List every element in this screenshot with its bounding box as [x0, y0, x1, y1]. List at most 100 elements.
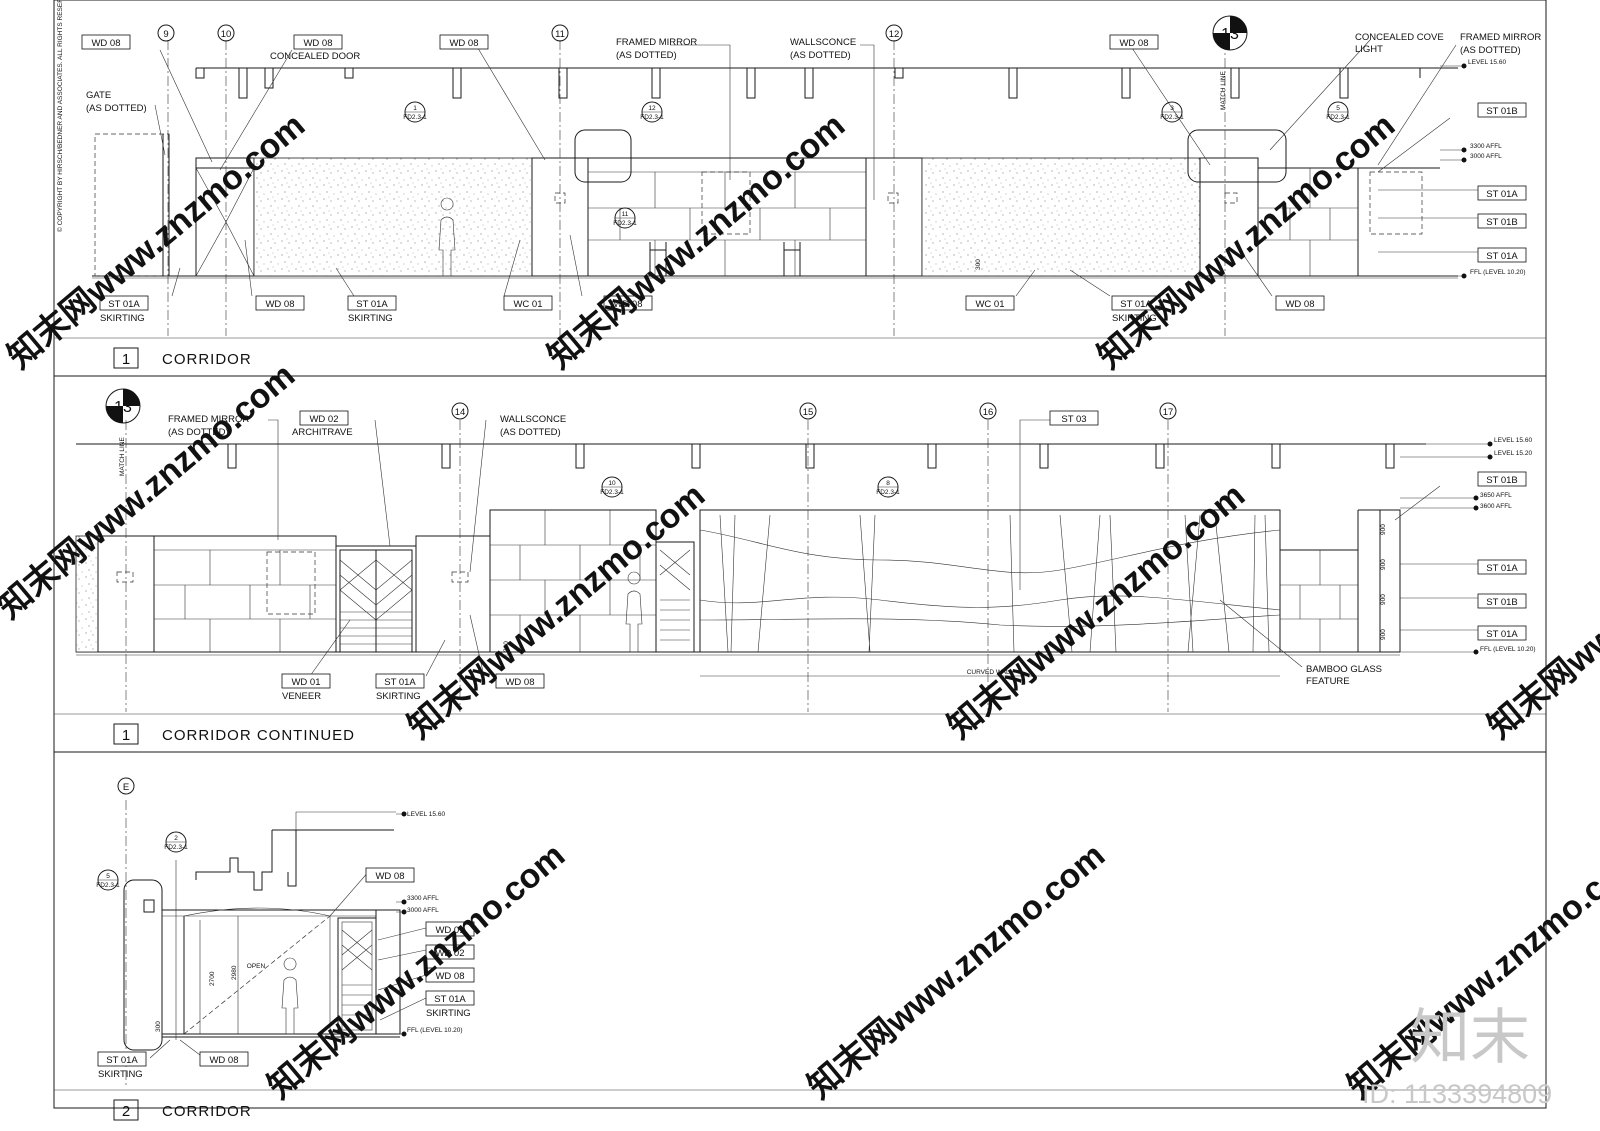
svg-text:SKIRTING: SKIRTING	[98, 1069, 143, 1080]
svg-text:15: 15	[803, 407, 814, 418]
svg-text:ST 01B: ST 01B	[1486, 475, 1518, 486]
svg-text:10: 10	[221, 29, 232, 40]
svg-text:E: E	[123, 782, 129, 793]
svg-text:OPEN: OPEN	[247, 963, 266, 970]
elevation-corridor-2: 2700 2980 OPEN 300	[123, 800, 427, 1088]
svg-text:FD2.3-1: FD2.3-1	[613, 220, 637, 227]
svg-text:13: 13	[114, 399, 132, 416]
svg-text:(AS DOTTED): (AS DOTTED)	[168, 427, 229, 438]
svg-text:17: 17	[1163, 407, 1174, 418]
svg-text:WD 08: WD 08	[209, 1055, 238, 1066]
grid-11: 11	[551, 24, 569, 42]
svg-text:900: 900	[1380, 524, 1387, 535]
svg-text:WD 08: WD 08	[435, 971, 464, 982]
svg-text:FFL (LEVEL 10.20): FFL (LEVEL 10.20)	[407, 1027, 463, 1034]
svg-text:WALLSCONCE: WALLSCONCE	[500, 414, 566, 425]
svg-text:10: 10	[608, 480, 616, 487]
svg-text:FFL (LEVEL 10.20): FFL (LEVEL 10.20)	[1480, 646, 1536, 653]
svg-text:2: 2	[122, 1103, 130, 1120]
svg-text:ARCHITRAVE: ARCHITRAVE	[292, 427, 353, 438]
brand-id-text: ID: 1133394809	[1362, 1079, 1552, 1109]
svg-text:SKIRTING: SKIRTING	[100, 313, 145, 324]
svg-text:WD 08: WD 08	[91, 38, 120, 49]
svg-text:3300 AFFL: 3300 AFFL	[407, 895, 439, 902]
svg-text:CORRIDOR: CORRIDOR	[162, 351, 252, 368]
grid-15: 15	[799, 402, 817, 420]
svg-text:知末网www.znzmo.com: 知末网www.znzmo.com	[801, 836, 1112, 1106]
svg-text:3650 AFFL: 3650 AFFL	[1480, 492, 1512, 499]
svg-text:FD2.3-1: FD2.3-1	[1326, 114, 1350, 121]
elevation-corridor-continued: CURVED WALL 900 900 900 900 300	[75, 419, 1441, 712]
svg-text:SKIRTING: SKIRTING	[1112, 313, 1157, 324]
svg-text:11: 11	[555, 29, 565, 40]
grid-17: 17	[1159, 402, 1177, 420]
svg-text:知末网www.znzmo.com: 知末网www.znzmo.com	[941, 476, 1252, 746]
svg-text:WC 01: WC 01	[513, 299, 542, 310]
svg-text:知末网www.znzmo.com: 知末网www.znzmo.com	[1481, 476, 1600, 746]
svg-text:14: 14	[455, 407, 466, 418]
svg-text:WD 01: WD 01	[435, 925, 464, 936]
svg-text:CORRIDOR: CORRIDOR	[162, 1103, 252, 1120]
svg-text:CORRIDOR CONTINUED: CORRIDOR CONTINUED	[162, 727, 355, 744]
svg-text:(AS DOTTED): (AS DOTTED)	[790, 50, 851, 61]
svg-text:1: 1	[122, 351, 130, 368]
panel-title-2: 1 CORRIDOR CONTINUED	[113, 723, 355, 745]
svg-text:FD2.3-1: FD2.3-1	[164, 844, 188, 851]
match-line-label: MATCH LINE	[1220, 70, 1227, 110]
svg-text:LEVEL 15.20: LEVEL 15.20	[1494, 450, 1532, 457]
svg-text:13: 13	[1221, 26, 1239, 43]
svg-text:WD 02: WD 02	[309, 414, 338, 425]
svg-text:16: 16	[983, 407, 994, 418]
svg-text:FD2.3-1: FD2.3-1	[403, 114, 427, 121]
svg-text:LIGHT: LIGHT	[1355, 44, 1383, 55]
svg-text:SKIRTING: SKIRTING	[348, 313, 393, 324]
svg-text:WD 08: WD 08	[613, 299, 642, 310]
svg-text:ST 01A: ST 01A	[434, 994, 466, 1005]
svg-text:1: 1	[413, 105, 417, 112]
svg-text:LEVEL 15.60: LEVEL 15.60	[1468, 59, 1506, 66]
svg-text:BAMBOO GLASS: BAMBOO GLASS	[1306, 664, 1382, 675]
svg-text:(AS DOTTED): (AS DOTTED)	[500, 427, 561, 438]
svg-text:3300 AFFL: 3300 AFFL	[1470, 143, 1502, 150]
svg-text:ST 01B: ST 01B	[1486, 106, 1518, 117]
grid-10: 10	[217, 24, 235, 42]
grid-16: 16	[979, 402, 997, 420]
svg-text:GATE: GATE	[86, 90, 111, 101]
svg-text:3000 AFFL: 3000 AFFL	[407, 907, 439, 914]
brand-logo-text: 知末	[1410, 1004, 1530, 1071]
svg-text:(AS DOTTED): (AS DOTTED)	[1460, 45, 1521, 56]
svg-text:12: 12	[648, 105, 656, 112]
svg-text:ST 01A: ST 01A	[106, 1055, 138, 1066]
svg-text:WD 08: WD 08	[375, 871, 404, 882]
svg-text:WD 08: WD 08	[505, 677, 534, 688]
svg-text:900: 900	[1380, 594, 1387, 605]
svg-text:WD 08: WD 08	[303, 38, 332, 49]
match-line-label: MATCH LINE	[119, 436, 126, 476]
svg-text:SKIRTING: SKIRTING	[426, 1008, 471, 1019]
svg-text:知末网www.znzmo.com: 知末网www.znzmo.com	[0, 356, 302, 626]
svg-text:ST 01A: ST 01A	[1486, 629, 1518, 640]
svg-text:8: 8	[886, 480, 890, 487]
svg-text:(AS DOTTED): (AS DOTTED)	[86, 103, 147, 114]
svg-text:VENEER: VENEER	[282, 691, 321, 702]
svg-text:300: 300	[503, 641, 510, 652]
grid-13-match-2: 13	[105, 388, 141, 424]
svg-text:WD 08: WD 08	[449, 38, 478, 49]
svg-text:1: 1	[122, 727, 130, 744]
svg-text:CONCEALED COVE: CONCEALED COVE	[1355, 32, 1444, 43]
panel-title-3: 2 CORRIDOR	[113, 1099, 252, 1121]
svg-text:3: 3	[1170, 105, 1174, 112]
grid-9: 9	[157, 24, 175, 42]
svg-text:ST 01B: ST 01B	[1486, 597, 1518, 608]
svg-text:LEVEL 15.60: LEVEL 15.60	[1494, 437, 1532, 444]
svg-text:2700: 2700	[209, 971, 216, 986]
callout-notes: CONCEALED DOOR GATE (AS DOTTED) FRAMED M…	[86, 32, 1541, 1080]
svg-text:ST 01A: ST 01A	[108, 299, 140, 310]
svg-text:ST 01A: ST 01A	[1486, 563, 1518, 574]
svg-text:SKIRTING: SKIRTING	[376, 691, 421, 702]
svg-text:300: 300	[155, 1021, 162, 1032]
